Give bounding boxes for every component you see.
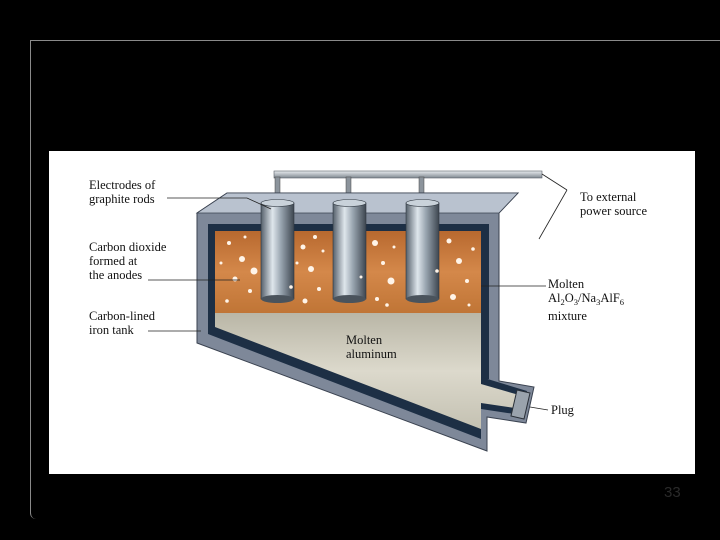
label-tank-1: Carbon-lined bbox=[89, 309, 156, 323]
electrolysis-cell-diagram: Electrodes of graphite rods Carbon dioxi… bbox=[89, 170, 647, 452]
leader-plug bbox=[529, 406, 549, 411]
leader-electrodes bbox=[167, 197, 272, 210]
co2-bubbles bbox=[219, 235, 475, 307]
molten-aluminum-layer bbox=[215, 313, 519, 429]
leader-bus-bar bbox=[541, 173, 568, 191]
label-co2-2: formed at bbox=[89, 254, 138, 268]
bus-bar bbox=[273, 170, 543, 179]
label-mixture-1: Molten bbox=[548, 277, 585, 291]
label-external-1: To external bbox=[580, 190, 637, 204]
label-co2-3: the anodes bbox=[89, 268, 142, 282]
formula-sub-6: 6 bbox=[620, 297, 624, 307]
label-tank-2: iron tank bbox=[89, 323, 135, 337]
leader-lines bbox=[148, 173, 568, 411]
label-external-2: power source bbox=[580, 204, 647, 218]
slide-frame bbox=[30, 40, 720, 519]
label-aluminum-2: aluminum bbox=[346, 347, 397, 361]
formula-na: /Na bbox=[578, 291, 597, 305]
electrolysis-figure: Electrodes of graphite rods Carbon dioxi… bbox=[49, 151, 695, 474]
label-aluminum-1: Molten bbox=[346, 333, 383, 347]
label-electrodes-2: graphite rods bbox=[89, 192, 155, 206]
formula-sub-2: 2 bbox=[561, 297, 565, 307]
page-number: 33 bbox=[664, 484, 681, 501]
label-co2-1: Carbon dioxide bbox=[89, 240, 167, 254]
electrode-3 bbox=[405, 199, 440, 303]
label-mixture-formula: Al2O3/Na3AlF6 bbox=[548, 291, 624, 307]
formula-al: Al bbox=[548, 291, 561, 305]
formula-alf: AlF bbox=[600, 291, 620, 305]
electrode-2 bbox=[332, 199, 367, 303]
spout-plug bbox=[510, 389, 531, 420]
formula-o: O bbox=[565, 291, 574, 305]
label-plug: Plug bbox=[551, 403, 575, 417]
formula-sub-3b: 3 bbox=[596, 297, 600, 307]
electrode-1 bbox=[260, 199, 295, 303]
label-electrodes-1: Electrodes of bbox=[89, 178, 156, 192]
formula-sub-3a: 3 bbox=[574, 297, 578, 307]
leader-external bbox=[538, 189, 568, 240]
label-mixture-2: mixture bbox=[548, 309, 587, 323]
